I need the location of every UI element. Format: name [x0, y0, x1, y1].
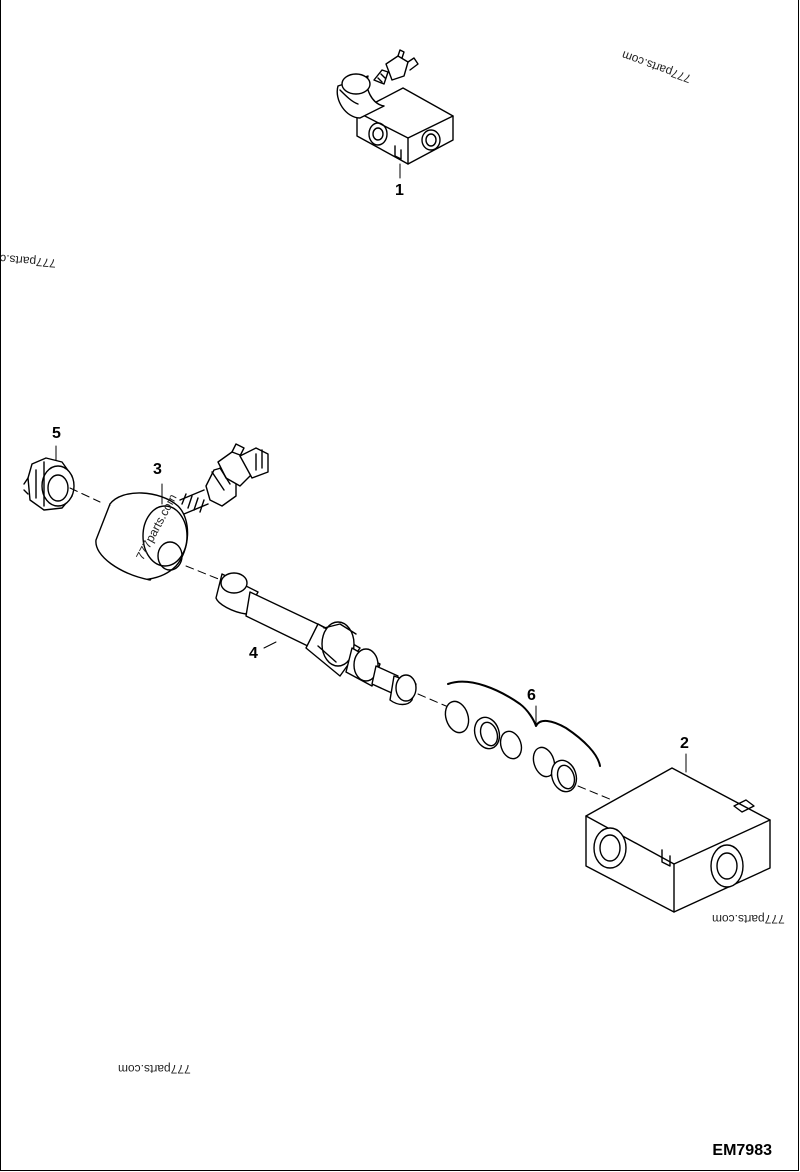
callout-5: 5 — [52, 425, 61, 442]
callout-2: 2 — [680, 735, 689, 752]
assembled-valve-part-1 — [336, 49, 454, 179]
cartridge-part-4 — [215, 572, 417, 706]
drawing-code: EM7983 — [712, 1142, 772, 1159]
watermark: 777parts.com — [118, 1062, 191, 1076]
callout-1: 1 — [395, 182, 404, 199]
callout-6: 6 — [527, 687, 536, 704]
seal-kit-part-6 — [444, 680, 601, 793]
callout-3: 3 — [153, 461, 162, 478]
block-part-2 — [585, 753, 771, 913]
coil-part-3 — [95, 443, 269, 581]
nut-part-5 — [23, 445, 75, 511]
callout-4: 4 — [249, 645, 258, 662]
watermark: 777parts.com — [712, 912, 785, 926]
